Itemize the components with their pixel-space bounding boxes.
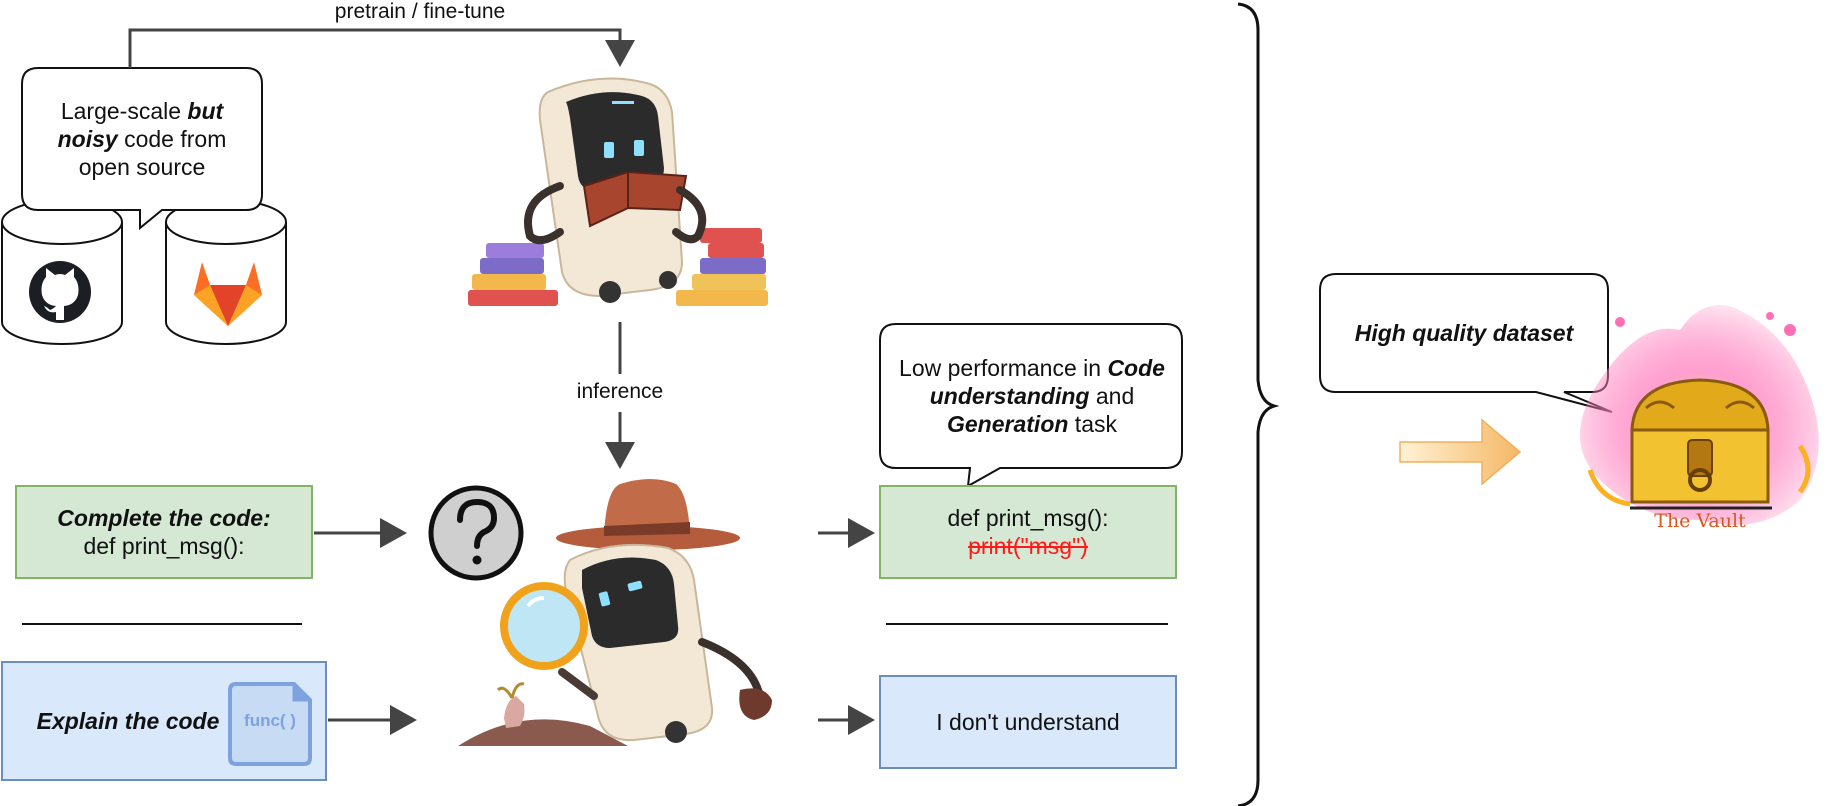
source-bubble-text: Large-scale but noisy code from open sou… [57, 98, 227, 180]
task-complete-box [15, 485, 313, 579]
result-complete-box [879, 485, 1177, 579]
perf-speech-bubble [879, 323, 1183, 488]
code-file-icon-label: func( ) [244, 711, 296, 730]
gitlab-database [165, 199, 287, 345]
robot-detective-illustration [458, 479, 772, 746]
dataset-arrow [1399, 418, 1522, 486]
inference-label: inference [560, 374, 680, 410]
robot-reading-illustration [468, 77, 768, 306]
question-icon [428, 485, 524, 581]
source-speech-bubble [21, 67, 263, 231]
result-complete-struck: print("msg") [968, 533, 1088, 559]
dataset-bubble-text: High quality dataset [1354, 320, 1574, 346]
task-explain-title: Explain the code [36, 708, 220, 734]
gitlab-icon [194, 262, 262, 326]
github-icon [29, 261, 91, 323]
result-explain-text: I don't understand [936, 709, 1120, 735]
vault-caption: The Vault [1654, 510, 1746, 532]
pretrain-label: pretrain / fine-tune [300, 0, 540, 24]
task-complete-text: Complete the code: def print_msg(): [16, 486, 312, 578]
result-complete-code: def print_msg(): [947, 505, 1109, 531]
perf-bubble-text: Low performance in Code understanding an… [899, 355, 1165, 437]
result-explain-box [879, 675, 1177, 769]
pretrain-arrow [128, 28, 635, 68]
treasure-chest-icon [1580, 305, 1819, 525]
task-complete-title: Complete the code: [57, 505, 271, 531]
result-complete-text: def print_msg(): print("msg") [880, 486, 1176, 578]
curly-brace [1237, 2, 1280, 806]
task-complete-code: def print_msg(): [83, 533, 245, 559]
code-file-icon [228, 682, 312, 766]
